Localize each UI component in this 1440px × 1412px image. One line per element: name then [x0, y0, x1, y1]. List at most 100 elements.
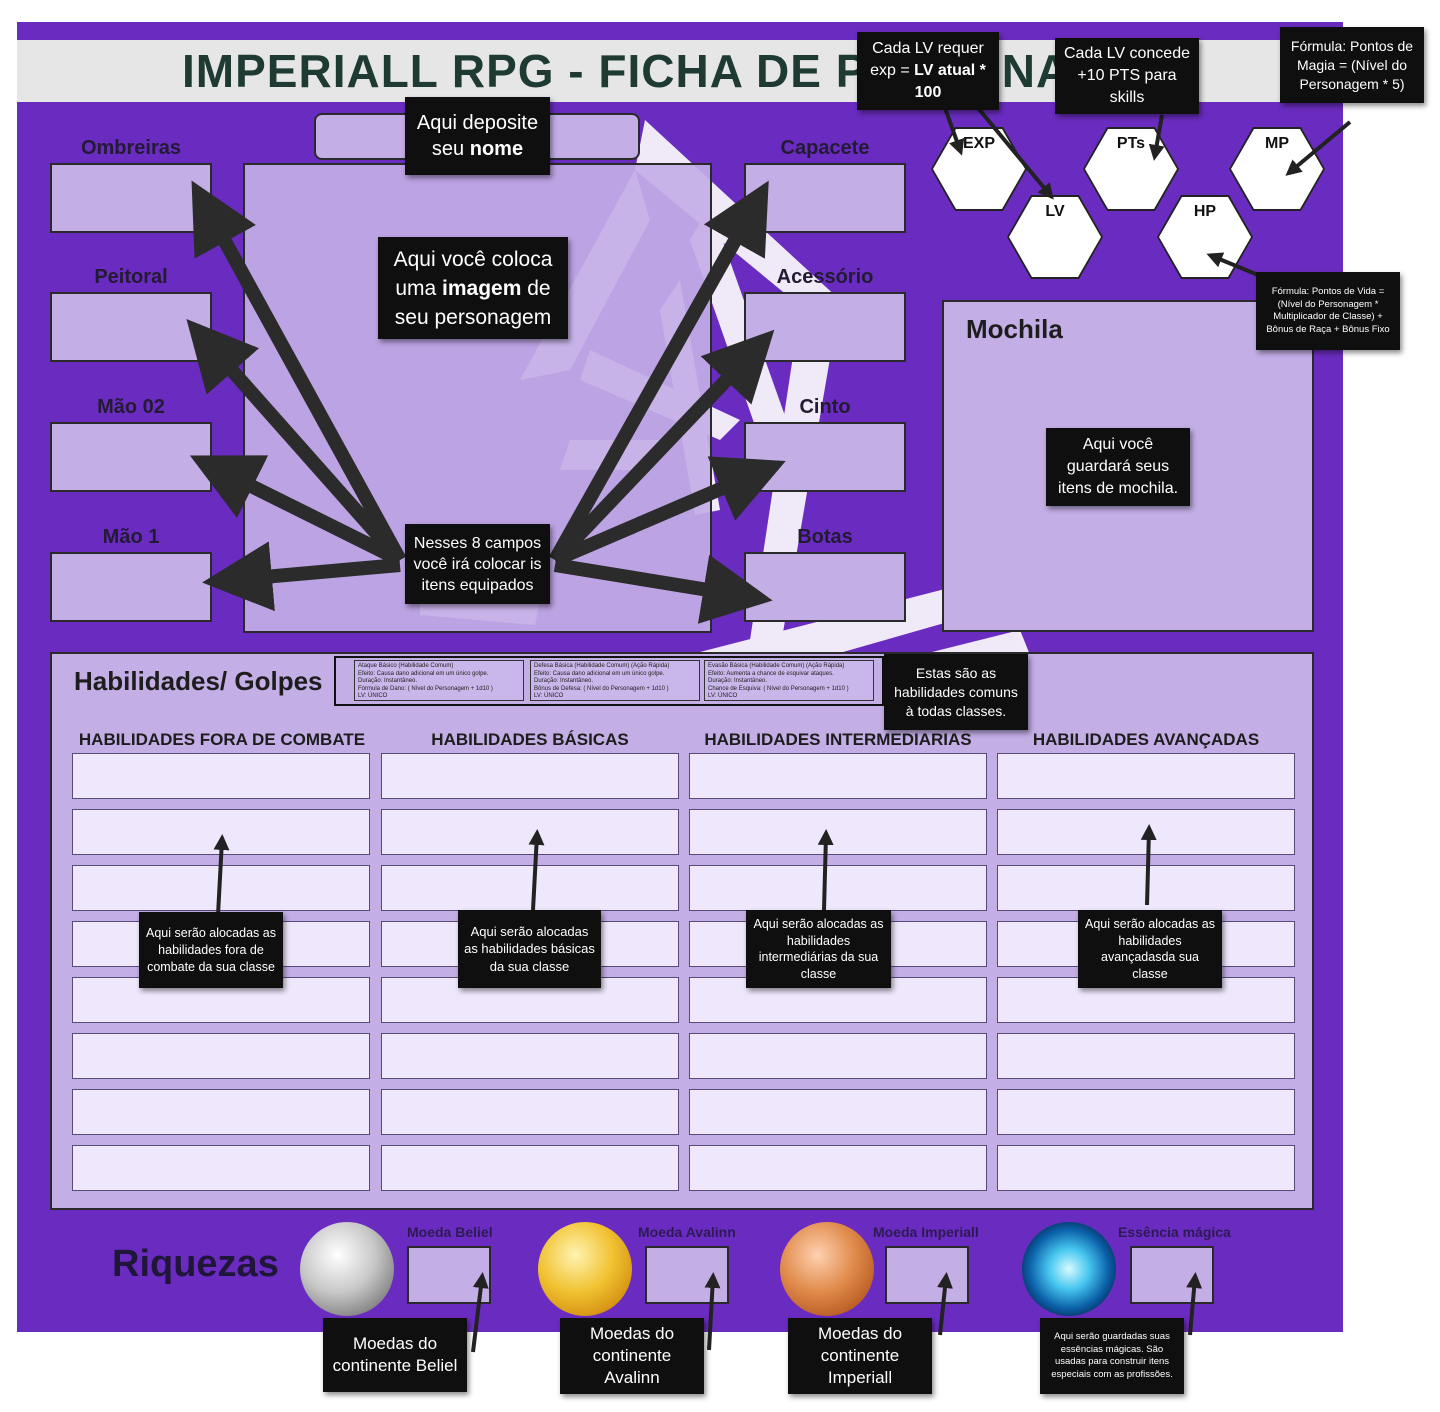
stat-label-exp: EXP — [962, 135, 995, 152]
skill-slot[interactable] — [381, 1033, 679, 1079]
skill-slot[interactable] — [72, 1033, 370, 1079]
equip-label-mao-02: Mão 02 — [97, 396, 165, 418]
arrow-to-ombreiras — [191, 180, 407, 564]
arrow-to-peitoral — [186, 319, 406, 565]
stat-hex-hp[interactable]: HP — [1157, 195, 1253, 279]
skills-column-header: HABILIDADES AVANÇADAS — [1032, 730, 1260, 749]
wealth-label-imperiall: Moeda Imperiall — [873, 1224, 979, 1240]
arrow-to-exp — [943, 107, 965, 156]
arrow-to-col-2 — [528, 829, 545, 911]
stat-label-mp: MP — [1265, 135, 1289, 152]
arrow-to-beliel — [471, 1272, 489, 1353]
note-coin-imperiall: Moedas do continente Imperiall — [788, 1318, 932, 1394]
skill-slot[interactable] — [997, 1089, 1295, 1135]
common-skill-name: Evasão Básica (Habilidade Comum) (Ação R… — [708, 663, 845, 669]
skill-slot[interactable] — [689, 1033, 987, 1079]
skill-slot[interactable] — [72, 753, 370, 799]
skill-slot[interactable] — [381, 753, 679, 799]
common-skill-line: Efeito: Causa dano adicional em um único… — [534, 670, 665, 677]
wealth-slot-imperiall[interactable] — [885, 1246, 969, 1304]
stat-hex-lv[interactable]: LV — [1007, 195, 1103, 279]
common-skill-line: Fórmula de Dano: ( Nível do Personagem +… — [358, 685, 493, 692]
bronze-coin-icon — [780, 1222, 874, 1316]
skill-slot[interactable] — [689, 753, 987, 799]
common-skill-line: Chance de Esquiva: ( Nível do Personagem… — [708, 685, 849, 692]
stat-hex-mp[interactable]: MP — [1229, 127, 1325, 211]
common-skill-line: LV: ÚNICO — [534, 693, 564, 699]
wealth-label-avalinn: Moeda Avalinn — [638, 1224, 736, 1240]
equip-label-ombreiras: Ombreiras — [80, 137, 182, 159]
note-backpack: Aqui você guardará seus itens de mochila… — [1046, 428, 1190, 506]
common-skill-line: Bônus de Defesa: ( Nível do Personagem +… — [534, 685, 669, 692]
equip-label-peitoral: Peitoral — [94, 266, 168, 288]
skill-slot[interactable] — [381, 1145, 679, 1191]
skill-slot[interactable] — [72, 1145, 370, 1191]
common-skill-line: Efeito: Aumenta a chance de esquivar ata… — [708, 670, 834, 677]
equip-slot-mao-02[interactable] — [50, 422, 212, 492]
arrow-to-lv — [976, 106, 1054, 200]
common-skill-card[interactable]: Ataque Básico (Habilidade Comum) Efeito:… — [354, 660, 524, 701]
note-coin-beliel: Moedas do continente Beliel — [323, 1318, 467, 1392]
equip-label-botas: Botas — [797, 526, 853, 548]
equip-slot-peitoral[interactable] — [50, 292, 212, 362]
arrow-to-mp — [1285, 120, 1352, 176]
page-title: IMPERIALL RPG - FICHA DE PERSONAGEM — [182, 45, 1178, 97]
equip-label-capacete: Capacete — [780, 137, 870, 159]
note-name-text: Aqui deposite seu — [416, 112, 539, 160]
stat-hex-exp[interactable]: EXP — [931, 127, 1027, 211]
skill-slot[interactable] — [997, 1145, 1295, 1191]
note-equipped-items: Nesses 8 campos você irá colocar is iten… — [405, 524, 550, 604]
note-skills-out-of-combat: Aqui serão alocadas as habilidades fora … — [139, 912, 283, 988]
skill-slot[interactable] — [997, 1033, 1295, 1079]
note-lv-text: Cada LV requer exp = — [870, 40, 984, 79]
common-skill-card[interactable]: Evasão Básica (Habilidade Comum) (Ação R… — [704, 660, 874, 701]
arrow-to-botas — [553, 554, 773, 624]
skill-slot[interactable] — [689, 809, 987, 855]
common-skill-name: Defesa Básica (Habilidade Comum) (Ação R… — [534, 663, 670, 669]
arrow-to-col-4 — [1140, 824, 1157, 906]
common-skill-name: Ataque Básico (Habilidade Comum) — [358, 663, 454, 669]
note-name: Aqui deposite seu nome — [405, 97, 550, 175]
note-pts: Cada LV concede +10 PTS para skills — [1055, 38, 1199, 114]
note-image-bold: imagem — [442, 276, 522, 300]
note-mp-formula: Fórmula: Pontos de Magia = (Nível do Per… — [1280, 27, 1424, 103]
arrow-to-mao-02 — [189, 455, 404, 567]
note-name-bold: nome — [469, 138, 524, 160]
skill-slot[interactable] — [689, 1145, 987, 1191]
note-image: Aqui você coloca uma imagem de seu perso… — [378, 237, 568, 339]
arrow-to-imperiall — [936, 1272, 953, 1336]
silver-coin-icon — [300, 1222, 394, 1316]
arrow-to-acessorio — [549, 329, 775, 565]
stat-hex-pts[interactable]: PTs — [1083, 127, 1179, 211]
skill-slot[interactable] — [72, 1089, 370, 1135]
skill-slot[interactable] — [689, 1089, 987, 1135]
equip-slot-ombreiras[interactable] — [50, 163, 212, 233]
skill-slot[interactable] — [997, 753, 1295, 799]
stat-label-lv: LV — [1045, 203, 1065, 220]
wealth-label-essencia: Essência mágica — [1118, 1224, 1231, 1240]
arrow-to-pts — [1148, 114, 1165, 161]
arrow-to-avalinn — [704, 1272, 721, 1351]
note-coin-avalinn: Moedas do continente Avalinn — [560, 1318, 704, 1394]
common-skill-line: Duração: Instantâneo. — [358, 678, 418, 684]
common-skill-line: Efeito: Causa dano adicional em um único… — [358, 670, 489, 677]
note-image-text: Aqui você coloca uma — [393, 247, 553, 300]
skills-title: Habilidades/ Golpes — [74, 666, 323, 696]
common-skills-box — [334, 656, 884, 706]
skill-slot[interactable] — [381, 1089, 679, 1135]
skill-slot[interactable] — [381, 865, 679, 911]
equip-slot-mao-1[interactable] — [50, 552, 212, 622]
equipment-arrows — [186, 180, 786, 624]
wealth-label-beliel: Moeda Beliel — [407, 1224, 493, 1240]
common-skill-card[interactable]: Defesa Básica (Habilidade Comum) (Ação R… — [530, 660, 700, 701]
equip-slot-capacete[interactable] — [744, 163, 906, 233]
backpack-title: Mochila — [966, 314, 1063, 344]
skill-slot[interactable] — [689, 865, 987, 911]
arrow-to-col-3 — [817, 829, 834, 911]
skills-column-header: HABILIDADES FORA DE COMBATE — [78, 730, 366, 749]
note-common-skills: Estas são as habilidades comuns à todas … — [884, 654, 1028, 730]
arrow-to-mao-1 — [202, 541, 401, 612]
arrow-to-essencia — [1186, 1272, 1203, 1336]
note-skills-basic: Aqui serão alocadas as habilidades básic… — [458, 910, 601, 988]
